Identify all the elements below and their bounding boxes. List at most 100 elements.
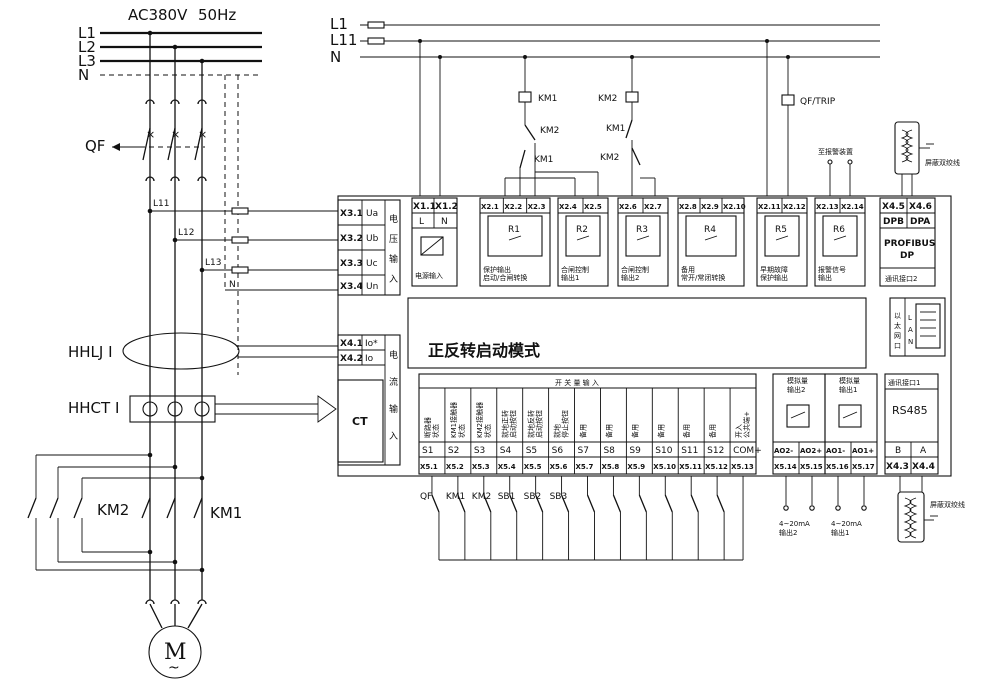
freq-label: 50Hz [198,6,236,24]
term: X3.4 [340,282,363,292]
di-s: S6 [552,446,564,456]
vlabel: 输 [389,253,398,265]
di-desc: 备用 [579,424,588,438]
di-term: X5.2 [446,463,464,471]
term: X4.2 [340,354,363,364]
sub: A [920,446,927,456]
relay-name: 早期故障保护输出 [760,265,788,282]
port-name: 通讯接口2 [885,274,917,283]
relay-name: 合闸控制输出2 [621,265,649,282]
di-s: S4 [500,446,512,456]
port-name: 通讯接口1 [888,378,920,387]
hhct-label: HHCT Ⅰ [68,399,119,417]
di-desc: 开入公共端+ [735,411,751,438]
di-input-label: KM1 [446,492,465,502]
vlabel: 电 [389,213,398,225]
relay-name: 备用常开/常闭转换 [681,265,725,282]
module-name: 电源输入 [415,271,443,280]
term: X1.2 [435,202,458,212]
term: X4.3 [886,462,909,472]
rail-label: N [330,48,341,66]
di-term: X5.9 [627,463,645,471]
di-input-label: QF [420,492,432,502]
di-term: X5.7 [576,463,594,471]
term: X2.12 [783,203,806,211]
hhct-ct: HHCT Ⅰ [68,395,337,423]
ao-sub: AO2+ [800,447,822,455]
di-desc: KM2接触器状态 [475,402,492,438]
sub: DPA [910,217,930,227]
di-input-label: SB1 [498,492,516,502]
rail-label: L1 [330,15,348,33]
branch-label: L13 [205,258,221,268]
term: X2.5 [584,203,602,211]
sub: L [419,217,424,227]
di-input-label: SB2 [524,492,542,502]
term: X2.4 [559,203,577,211]
voltage-taps: L11 L12 L13 N [147,199,340,291]
di-term: X5.5 [524,463,542,471]
sig: Io [365,354,374,364]
di-s: S10 [655,446,672,456]
term: X2.10 [723,203,746,211]
motor-label: M [164,640,187,665]
branch-label: L11 [153,199,169,209]
km2-label: KM2 [97,501,129,519]
di-s: S5 [526,446,537,456]
qf-breaker: QF × × × [85,127,207,182]
power-input-module: X1.1 X1.2 L N 电源输入 [411,197,458,287]
km1-label: KM1 [210,504,242,522]
ao-term: X5.15 [800,463,823,471]
sig: Ub [366,234,379,244]
hhlj-ct: HHLJ Ⅰ [68,332,340,370]
sub: B [895,446,901,456]
relay-id: R6 [833,225,845,235]
svg-text:~: ~ [168,660,180,676]
eth: 口 [894,342,901,350]
sig: Ua [366,209,378,219]
term: X2.9 [701,203,719,211]
relay-id: R4 [704,225,716,235]
branch-label: L12 [178,228,194,238]
term: X2.13 [816,203,839,211]
di-input-label: KM2 [472,492,491,502]
di-desc: 就地正转启动按钮 [501,410,518,438]
svg-text:×: × [198,128,207,141]
relay-id: R1 [508,225,520,235]
motor: M ~ [148,625,202,679]
relay-id: R5 [775,225,787,235]
term: X2.6 [619,203,637,211]
di-term: X5.8 [601,463,619,471]
profibus-module: X4.5 X4.6 DPB DPA PROFIBUS DP 通讯接口2 [879,197,936,287]
sub: DPB [883,217,904,227]
di-s: S3 [474,446,485,456]
phase-label: L2 [78,38,96,56]
digital-inputs: 开 关 量 输 入 断路器状态S1X5.1KM1接触器状态S2X5.2KM2接触… [418,373,762,475]
relay-name: 报警信号输出 [818,265,846,282]
vlabel: 压 [389,234,398,245]
branch-label: N [229,280,236,290]
term: X4.4 [912,462,935,472]
shield-bottom-label: 屏蔽双绞线 [930,500,965,509]
di-term: X5.10 [653,463,676,471]
clabel: 输 [389,403,398,415]
rs485-name: RS485 [892,404,928,417]
di-desc: KM1接触器状态 [449,402,466,438]
relay-name: 保护输出启动/合闸转换 [483,265,527,282]
term: X3.2 [340,234,363,244]
term: X2.1 [481,203,499,211]
term: X3.3 [340,259,363,269]
eth: 太 [894,321,901,330]
lan: A [908,326,913,334]
di-s: S1 [422,446,433,456]
term: X2.7 [644,203,662,211]
di-input-label: SB3 [550,492,568,502]
mode-display: 正反转启动模式 [407,297,867,369]
